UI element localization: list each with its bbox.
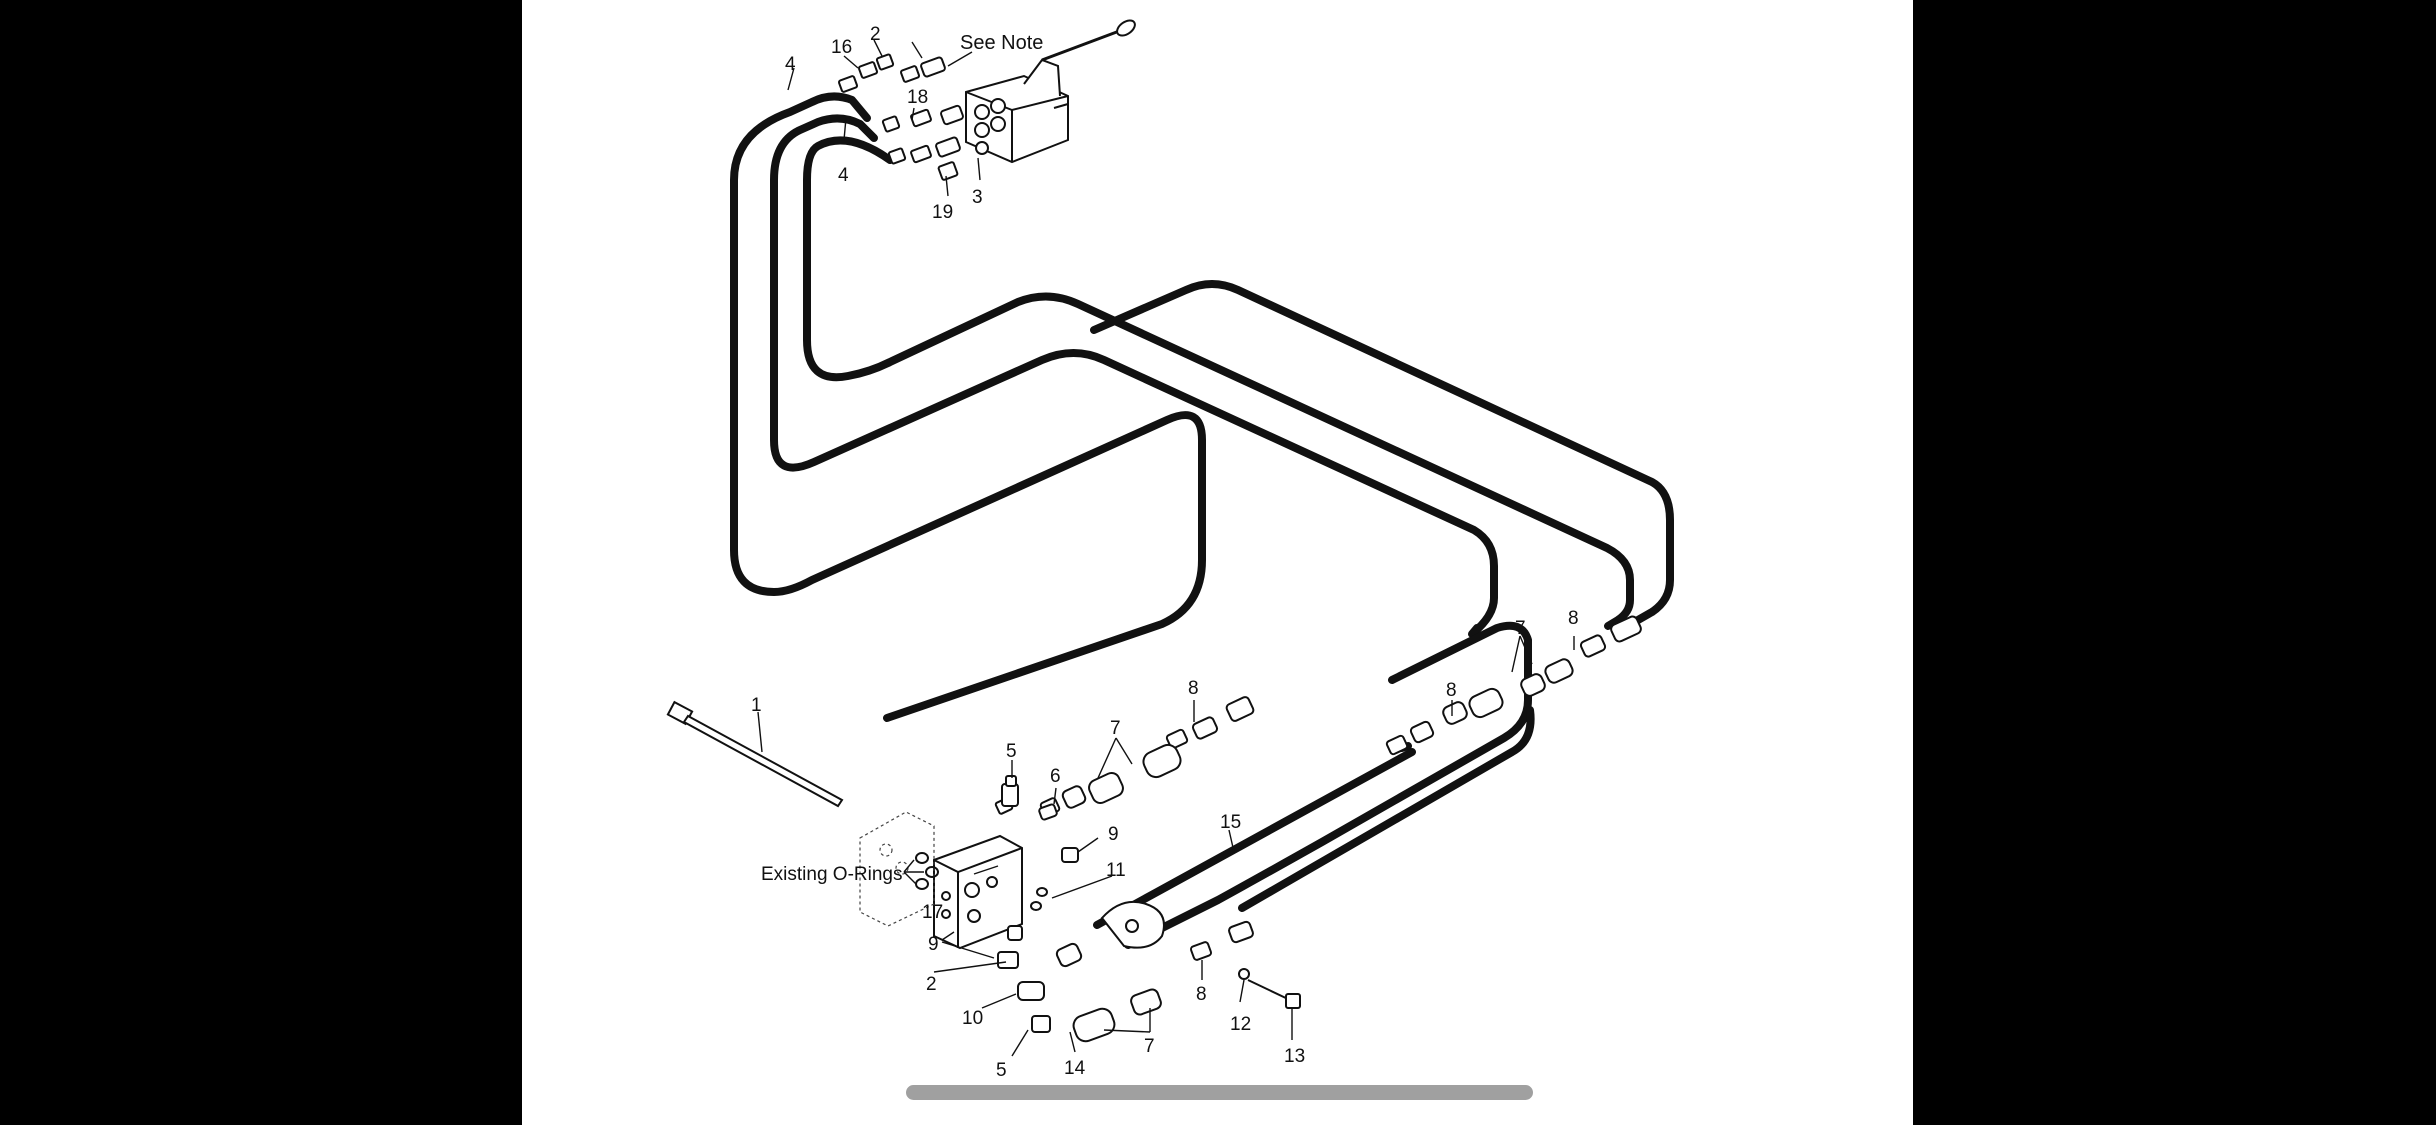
manifold-block — [933, 834, 1023, 950]
callout-15: 15 — [1220, 812, 1241, 833]
callout-5-top: 5 — [1006, 741, 1017, 762]
top-fittings — [837, 53, 964, 181]
callout-4-mid: 4 — [838, 165, 849, 186]
hose-inner-loop — [803, 136, 1634, 630]
callout-17: 17 — [922, 902, 943, 923]
horizontal-scroll-indicator[interactable] — [906, 1085, 1533, 1100]
o-rings — [915, 852, 1048, 911]
leader-lines — [757, 39, 1575, 1057]
callout-2-top: 2 — [870, 24, 881, 45]
hose-upper-cross — [1090, 280, 1674, 624]
callout-5-bottom: 5 — [996, 1060, 1007, 1081]
hydraulic-hoses — [730, 92, 1674, 949]
callout-19: 19 — [932, 202, 953, 223]
callout-16: 16 — [831, 37, 852, 58]
parts-diagram-page: See Note 16 2 4 18 4 19 3 8 7 8 8 7 1 5 … — [522, 0, 1913, 1125]
callout-12: 12 — [1230, 1014, 1251, 1035]
callout-14: 14 — [1064, 1058, 1086, 1079]
callout-7-right: 7 — [1515, 618, 1526, 639]
see-note-label: See Note — [960, 32, 1043, 54]
callout-8-mid: 8 — [1446, 680, 1457, 701]
callout-9-right: 9 — [1108, 824, 1119, 845]
cable-tie — [666, 700, 844, 808]
right-couplers-and-adapters — [1385, 615, 1642, 756]
hose-outer-loop — [730, 92, 1206, 722]
callout-8-right: 8 — [1568, 608, 1579, 629]
callout-2-bottom: 2 — [926, 974, 937, 995]
callout-7-left: 7 — [1110, 718, 1121, 739]
callout-7-bottom: 7 — [1144, 1036, 1155, 1057]
callout-8-bottom: 8 — [1196, 984, 1207, 1005]
control-valve-assembly — [965, 19, 1136, 164]
hydraulic-kit-exploded-diagram: See Note 16 2 4 18 4 19 3 8 7 8 8 7 1 5 … — [666, 19, 1674, 1081]
callout-11: 11 — [1106, 860, 1126, 881]
hose-lower-left — [1124, 621, 1532, 949]
callout-10: 10 — [962, 1008, 983, 1029]
hose-middle-loop — [770, 114, 1498, 638]
hose-15 — [1093, 748, 1416, 929]
callout-labels: See Note 16 2 4 18 4 19 3 8 7 8 8 7 1 5 … — [751, 24, 1579, 1081]
callout-13: 13 — [1284, 1046, 1305, 1067]
callout-9-left: 9 — [928, 934, 939, 955]
hose-bottom-right — [1238, 706, 1535, 912]
existing-o-rings-label: Existing O-Rings — [761, 864, 903, 885]
callout-6: 6 — [1050, 766, 1061, 787]
callout-3: 3 — [972, 187, 983, 208]
callout-4-top: 4 — [785, 54, 796, 75]
callout-1: 1 — [751, 695, 762, 716]
bottom-fittings — [997, 775, 1301, 1043]
middle-couplers — [994, 696, 1255, 817]
callout-18: 18 — [907, 87, 928, 108]
callout-8-left: 8 — [1188, 678, 1199, 699]
